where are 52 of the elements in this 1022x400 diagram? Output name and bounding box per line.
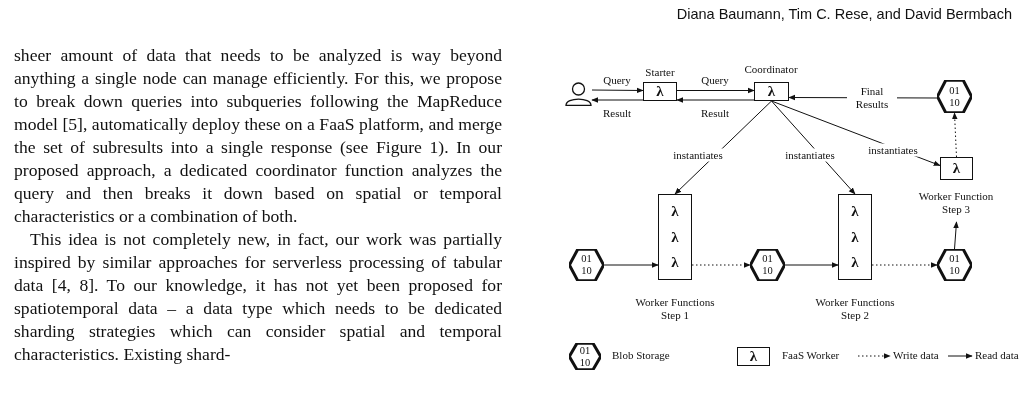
body-paragraph: This idea is not completely new, in fact, our work was partially inspired by similar approaches for serverless processing of tabular data [4, 8]. To our knowledge, it has not yet been proposed for spatiotemporal data – a data type which needs to be dedicated sharding strategies which can consider spatial and temporal characteristics. Existing shard- <box>14 228 502 366</box>
lambda-symbol: λ <box>655 83 665 100</box>
node-caption: Starter <box>645 66 675 79</box>
arrow <box>603 262 659 268</box>
lambda-symbol: λ <box>670 253 680 271</box>
storage-text: 01 10 <box>948 253 961 277</box>
lambda-symbol: λ <box>850 228 860 246</box>
edge-label: instantiates <box>672 148 724 162</box>
lambda-symbol: λ <box>670 203 680 221</box>
arrow <box>784 262 839 268</box>
lambda-symbol: λ <box>850 253 860 271</box>
storage-text: 01 10 <box>761 253 774 277</box>
storage-text: 01 10 <box>580 253 593 277</box>
body-paragraph: sheer amount of data that needs to be analyzed is way beyond anything a single node can manage efficiently. For this, we propose to break down queries into subqueries following the MapReduce model [5], automatically deploy these on a FaaS platform, and merge the set of subresults into a single response (see Figure 1). In our proposed approach, a dedicated coordinator function analyzes the query and then breaks it down based on spatial or temporal characteristics or a combination of both. <box>14 44 502 228</box>
node-caption: Worker Function Step 3 <box>917 190 995 216</box>
node-caption: Coordinator <box>744 63 798 76</box>
dotted-arrow <box>952 112 958 158</box>
storage-hexagon <box>937 80 972 113</box>
legend-label: Blob Storage <box>612 349 670 362</box>
dotted-arrow <box>871 262 938 268</box>
function-box <box>838 194 872 280</box>
arrow <box>676 87 755 94</box>
legend-label: Read data <box>975 349 1019 362</box>
edge-label: Final Results <box>847 85 897 111</box>
arrow <box>591 87 644 94</box>
storage-hexagon <box>937 249 972 281</box>
edge-label: instantiates <box>784 148 836 162</box>
dotted-arrow <box>691 262 751 268</box>
arrow <box>953 221 959 250</box>
node-caption: Worker Functions Step 1 <box>634 296 716 322</box>
lambda-symbol: λ <box>670 228 680 246</box>
arrow <box>771 100 856 195</box>
storage-text: 01 10 <box>578 344 592 369</box>
storage-hexagon <box>569 249 604 281</box>
lambda-symbol: λ <box>748 348 759 365</box>
lambda-symbol: λ <box>766 83 777 100</box>
node-caption: Worker Functions Step 2 <box>814 296 896 322</box>
storage-text: 01 10 <box>948 84 961 109</box>
arrow <box>676 97 755 103</box>
edge-label: instantiates <box>867 143 919 157</box>
function-box <box>658 194 692 280</box>
lambda-symbol: λ <box>850 203 860 221</box>
running-header: Diana Baumann, Tim C. Rese, and David Bermbach <box>675 6 1012 22</box>
lambda-symbol: λ <box>951 160 962 177</box>
function-box <box>754 82 789 101</box>
storage-hexagon <box>750 249 785 281</box>
function-box <box>940 157 973 180</box>
legend-label: Write data <box>893 349 939 362</box>
person-icon <box>565 82 592 106</box>
function-box <box>643 82 677 101</box>
arrow <box>591 97 644 103</box>
legend-label: FaaS Worker <box>782 349 840 362</box>
